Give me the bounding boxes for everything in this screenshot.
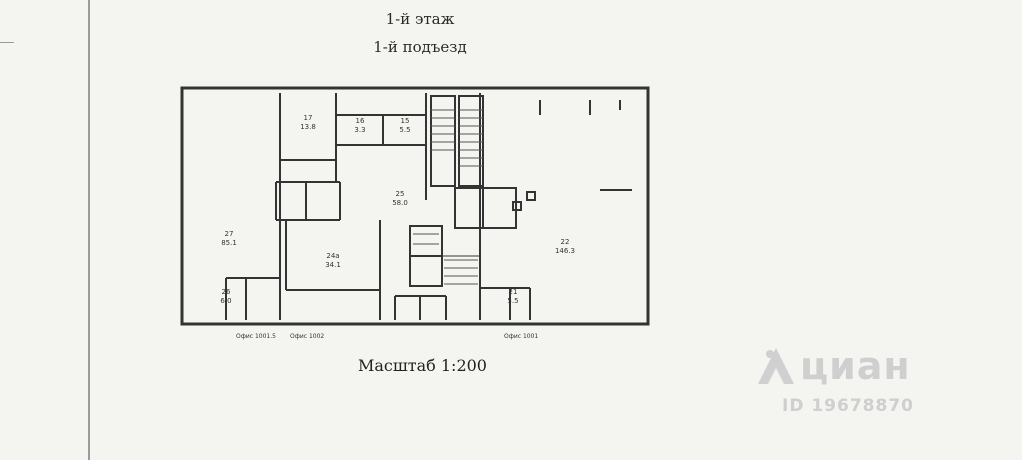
room-number: 16: [356, 117, 365, 125]
watermark-brand: циан: [800, 344, 911, 388]
room-area: 58.0: [392, 199, 408, 207]
room-area: 85.1: [221, 239, 237, 247]
room-number: 26: [222, 288, 231, 296]
floor-title: 1-й этаж: [385, 10, 455, 28]
room-number: 24а: [326, 252, 339, 260]
room-number: 21: [509, 288, 518, 296]
room-number: 25: [396, 190, 405, 198]
watermark-id: ID 19678870: [782, 396, 914, 416]
plan-walls: [180, 86, 650, 326]
office-label: Офис 1001: [504, 333, 538, 340]
cian-logo-icon: [758, 348, 794, 384]
office-label: Офис 1002: [290, 333, 324, 340]
stair-treads: [413, 109, 483, 285]
paper-fold-line: [88, 0, 90, 460]
room-area: 6.0: [220, 297, 231, 305]
room-area: 34.1: [325, 261, 341, 269]
room-number: 15: [401, 117, 410, 125]
room-area: 13.8: [300, 123, 316, 131]
room-area: 3.3: [354, 126, 365, 134]
room-area: 5.5: [507, 297, 518, 305]
room-number: 17: [304, 114, 313, 122]
room-area: 146.3: [555, 247, 575, 255]
entrance-title: 1-й подъезд: [373, 38, 467, 56]
scale-label: Масштаб 1:200: [358, 356, 487, 375]
room-number: 22: [561, 238, 570, 246]
office-label: Офис 1001.5: [236, 333, 276, 340]
paper-edge-mark: [0, 42, 14, 43]
room-area: 5.5: [399, 126, 410, 134]
room-number: 27: [225, 230, 234, 238]
